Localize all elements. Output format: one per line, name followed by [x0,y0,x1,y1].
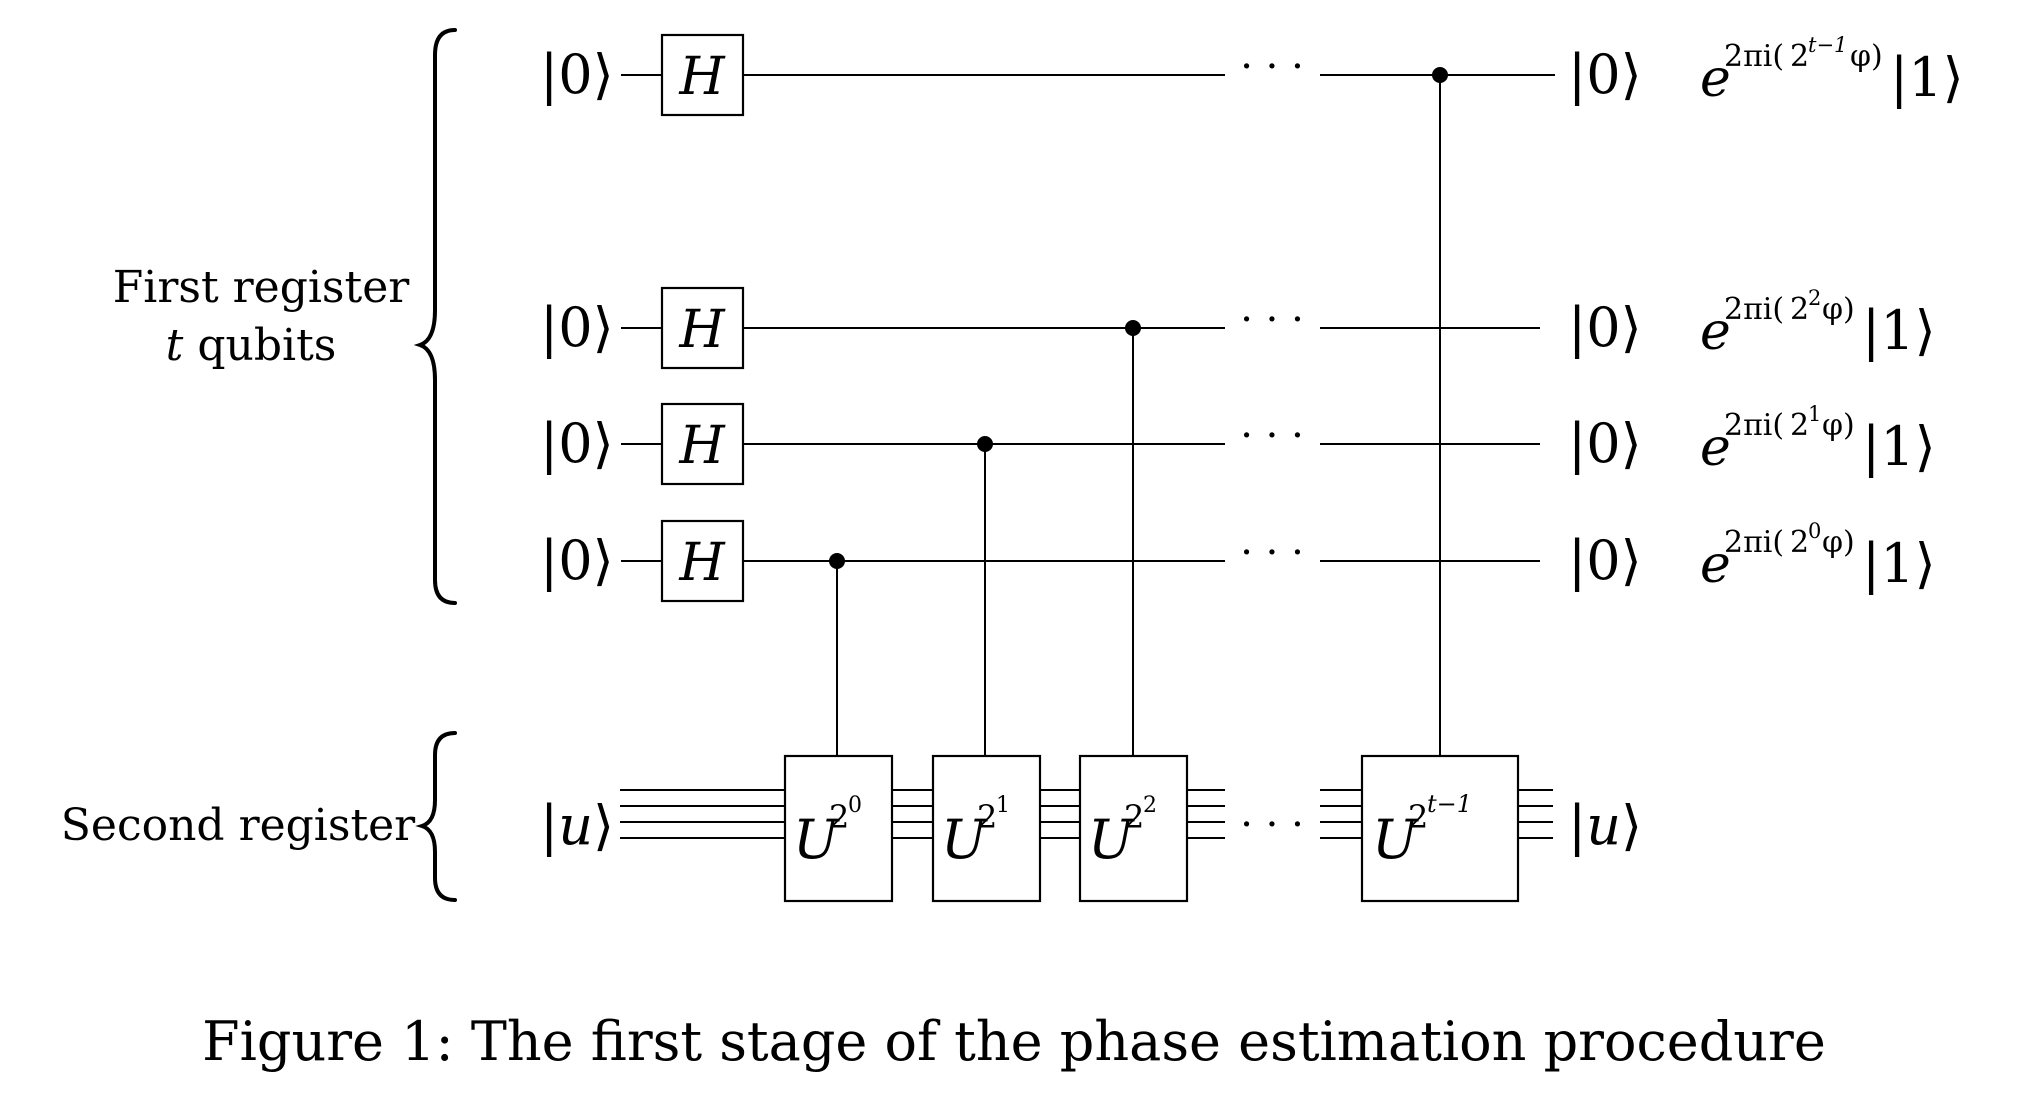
svg-text:φ): φ) [1822,292,1855,327]
svg-text:2πi(: 2πi( [1724,525,1784,560]
hadamard-gate-row-3: H [660,402,745,486]
svg-text:e: e [1700,49,1731,109]
svg-text:U: U [793,808,840,871]
svg-text:|1⟩: |1⟩ [1862,299,1936,362]
output-ket-row-2: |0⟩ [1568,296,1642,359]
svg-text:H: H [678,533,726,593]
svg-text:2: 2 [977,798,997,836]
svg-text:1: 1 [1808,402,1821,426]
svg-text:H: H [678,416,726,476]
svg-text:2: 2 [1808,286,1821,310]
svg-text:2πi(: 2πi( [1724,408,1784,443]
phase-state-row-1: e 2πi( 2 t−1 φ) |1⟩ [1700,33,1964,109]
svg-text:2πi(: 2πi( [1724,39,1784,74]
svg-text:e: e [1700,302,1731,362]
hadamard-gate-row-4: H [660,519,745,603]
svg-text:U: U [1088,808,1135,871]
output-ket-u: |u⟩ [1568,794,1642,857]
svg-text:e: e [1700,535,1731,595]
svg-text:0: 0 [1808,519,1821,543]
svg-text:2: 2 [1790,408,1809,443]
svg-text:2πi(: 2πi( [1724,292,1784,327]
input-ket-row-2: |0⟩ [540,296,614,359]
ellipsis-row-4: · · · [1240,530,1304,576]
control-line-u-2-2 [1125,320,1141,756]
svg-text:2: 2 [1124,798,1144,836]
phase-state-row-4: e 2πi( 2 0 φ) |1⟩ [1700,519,1936,595]
phase-state-row-2: e 2πi( 2 2 φ) |1⟩ [1700,286,1936,362]
control-line-u-2-1 [977,436,993,756]
svg-text:φ): φ) [1822,525,1855,560]
first-register-qubits-label: t qubits [166,320,337,371]
input-ket-u: |u⟩ [540,794,614,857]
control-line-u-2-0 [829,553,845,756]
svg-text:φ): φ) [1850,39,1883,74]
controlled-u-2-1-gate: U 2 1 [931,754,1042,903]
first-register-label: First register [113,262,410,313]
second-register-brace [415,731,457,902]
input-ket-row-3: |0⟩ [540,412,614,475]
control-line-u-2-t-1 [1432,67,1448,756]
svg-text:2: 2 [1143,793,1157,818]
svg-text:|1⟩: |1⟩ [1890,46,1964,109]
second-register-bundle [620,789,1553,839]
svg-text:2: 2 [1790,39,1809,74]
svg-text:2: 2 [1408,798,1428,836]
controlled-u-2-2-gate: U 2 2 [1078,754,1189,903]
controlled-u-2-0-gate: U 2 0 [783,754,894,903]
svg-text:2: 2 [829,798,849,836]
svg-text:e: e [1700,418,1731,478]
output-ket-row-4: |0⟩ [1568,529,1642,592]
svg-text:U: U [1372,808,1419,871]
svg-text:t−1: t−1 [1427,790,1472,818]
hadamard-gate-row-2: H [660,286,745,370]
input-ket-row-1: |0⟩ [540,43,614,106]
svg-text:φ): φ) [1822,408,1855,443]
hadamard-gate-row-1: H [660,33,745,117]
svg-text:|1⟩: |1⟩ [1862,415,1936,478]
output-ket-row-1: |0⟩ [1568,43,1642,106]
output-ket-row-3: |0⟩ [1568,412,1642,475]
figure-caption: Figure 1: The first stage of the phase e… [202,1010,1826,1073]
svg-text:0: 0 [848,793,862,818]
ellipsis-second-register: · · · [1240,802,1304,848]
svg-text:t−1: t−1 [1808,33,1847,57]
second-register-label: Second register [61,800,416,851]
ellipsis-row-2: · · · [1240,297,1304,343]
svg-text:H: H [678,47,726,107]
first-register-brace [413,28,457,605]
svg-text:2: 2 [1790,525,1809,560]
svg-text:1: 1 [996,793,1010,818]
svg-text:|1⟩: |1⟩ [1862,532,1936,595]
svg-text:2: 2 [1790,292,1809,327]
input-ket-row-4: |0⟩ [540,529,614,592]
controlled-u-2-t-1-gate: U 2 t−1 [1360,754,1520,903]
svg-text:U: U [941,808,988,871]
ellipsis-row-3: · · · [1240,413,1304,459]
ellipsis-row-1: · · · [1240,44,1304,90]
svg-text:H: H [678,300,726,360]
phase-state-row-3: e 2πi( 2 1 φ) |1⟩ [1700,402,1936,478]
